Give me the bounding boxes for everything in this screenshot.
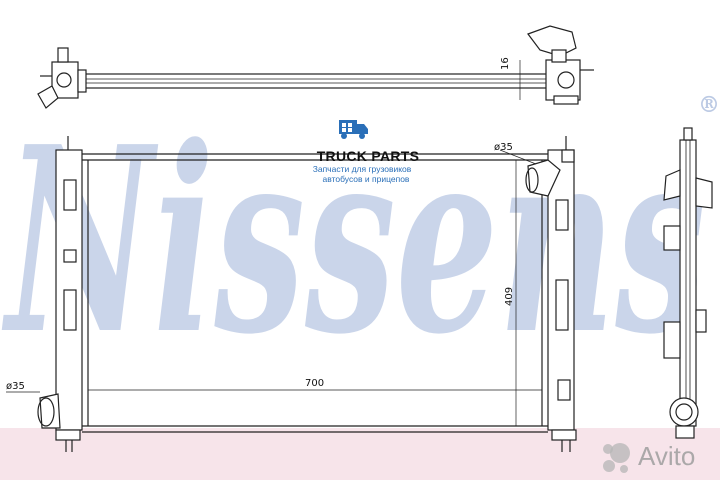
brand-watermark: Nissens (2, 92, 706, 391)
top-view-body (61, 73, 565, 89)
upper-pipe-diameter-label: ø35 (494, 142, 513, 153)
top-view (37, 25, 594, 109)
truck-parts-logo: TRUCK PARTS Запчасти для грузовиков авто… (293, 118, 443, 190)
core (82, 153, 548, 433)
left-tank (55, 136, 83, 452)
avito-logo-icon (603, 443, 630, 473)
front-view (6, 136, 577, 452)
left-end-tank-top (37, 47, 87, 109)
top-view-depth-label: 16 (500, 57, 511, 70)
registered-mark: ® (698, 92, 720, 118)
right-end-tank-top (527, 25, 594, 105)
lower-inlet-pipe (6, 391, 61, 429)
lower-pipe-diameter-label: ø35 (6, 381, 25, 392)
avito-watermark: Avito (598, 438, 718, 478)
background-band (0, 428, 720, 480)
logo-subtitle-line2: автобусов и прицепов (322, 174, 410, 184)
truck-icon (339, 120, 368, 139)
side-view (663, 127, 713, 439)
upper-outlet-pipe (499, 149, 575, 197)
right-tank (547, 136, 577, 452)
core-height-label: 409 (504, 287, 515, 306)
avito-text: Avito (638, 441, 696, 471)
core-width-label: 700 (305, 378, 324, 389)
logo-subtitle-line1: Запчасти для грузовиков (312, 164, 412, 174)
logo-title: TRUCK PARTS (316, 148, 420, 164)
